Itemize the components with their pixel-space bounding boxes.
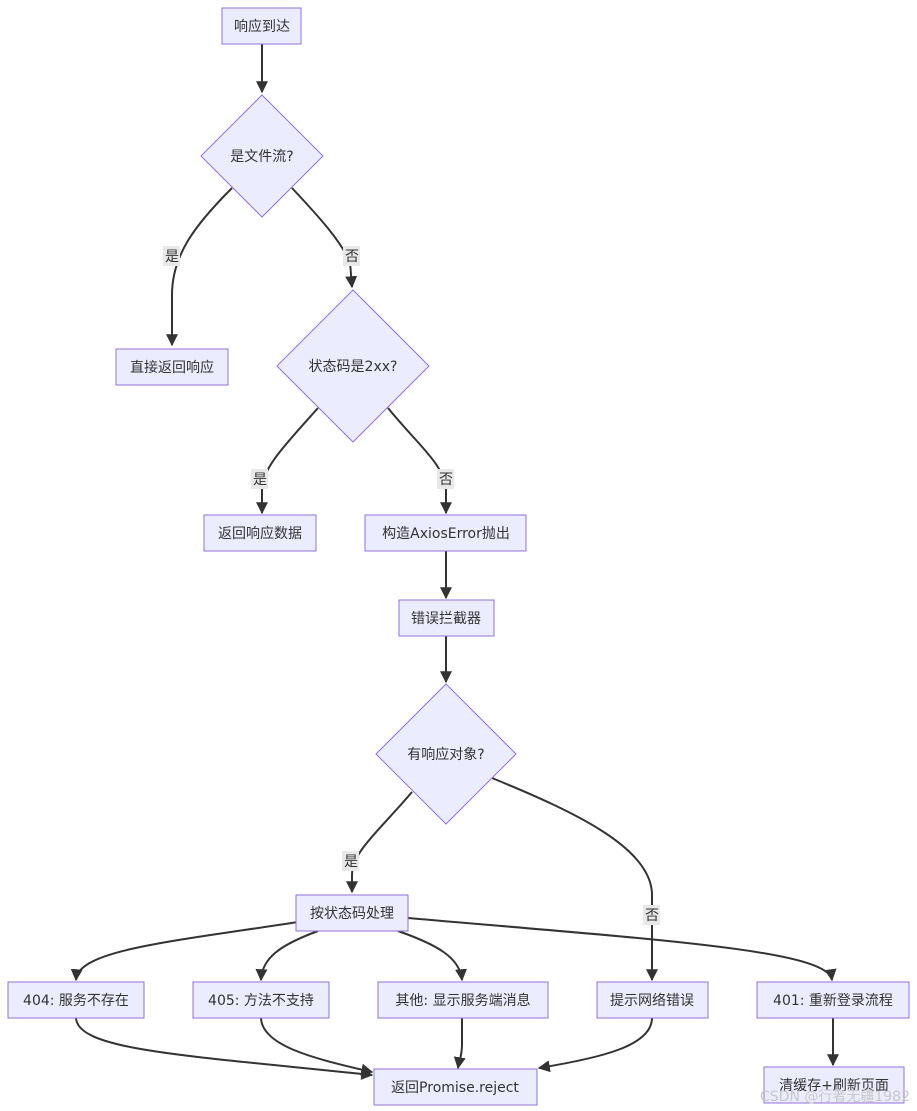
node-error-interceptor-label: 错误拦截器 — [411, 611, 481, 627]
node-status-2xx-label: 状态码是2xx? — [309, 359, 398, 375]
node-network-error: 提示网络错误 — [596, 981, 709, 1019]
node-status-404: 404: 服务不存在 — [7, 981, 145, 1019]
node-network-error-label: 提示网络错误 — [610, 993, 694, 1009]
node-build-axios-error: 构造AxiosError抛出 — [364, 514, 527, 552]
node-return-reject-label: 返回Promise.reject — [391, 1080, 519, 1096]
node-error-interceptor: 错误拦截器 — [398, 599, 495, 637]
node-is-file-stream: 是文件流? — [200, 94, 324, 218]
edge-handle-to-401 — [407, 917, 837, 982]
edge-other-to-reject — [453, 1018, 466, 1070]
label-response-yes: 是 — [344, 854, 358, 870]
node-status-405-label: 405: 方法不支持 — [208, 993, 314, 1009]
edge-status-yes — [256, 407, 319, 515]
node-status-404-label: 404: 服务不存在 — [23, 993, 129, 1009]
edge-response-yes — [346, 791, 413, 894]
edge-handle-to-404 — [70, 921, 299, 982]
edge-labels: 是 否 是 否 是 否 — [163, 246, 660, 925]
edge-handle-to-405 — [255, 930, 319, 982]
node-return-response-direct-label: 直接返回响应 — [130, 359, 214, 376]
node-status-401: 401: 重新登录流程 — [756, 981, 910, 1019]
nodes: 响应到达 是文件流? 直接返回响应 状态码是2xx? 返回响应数据 构造Axio… — [7, 7, 910, 1106]
edge-file-yes — [166, 187, 233, 347]
edge-file-no — [291, 187, 358, 289]
node-other-show-msg-label: 其他: 显示服务端消息 — [395, 992, 530, 1009]
node-other-show-msg: 其他: 显示服务端消息 — [377, 981, 549, 1019]
label-status-yes: 是 — [253, 472, 267, 488]
node-clear-cache-refresh: 清缓存+刷新页面 — [763, 1066, 905, 1104]
node-return-response-data: 返回响应数据 — [203, 514, 317, 552]
node-handle-by-status-label: 按状态码处理 — [310, 906, 394, 922]
watermark-text: CSDN @行者无疆1982 — [760, 1089, 910, 1105]
label-file-yes: 是 — [165, 249, 179, 265]
edge-405-to-reject — [260, 1017, 374, 1076]
label-file-no: 否 — [345, 249, 359, 265]
edge-network-to-reject — [537, 1017, 653, 1073]
node-return-reject: 返回Promise.reject — [373, 1068, 538, 1106]
node-handle-by-status: 按状态码处理 — [295, 894, 409, 932]
node-build-axios-error-label: 构造AxiosError抛出 — [382, 526, 510, 542]
node-has-response-label: 有响应对象? — [407, 746, 484, 763]
node-status-2xx: 状态码是2xx? — [276, 289, 430, 443]
edge-status-no — [387, 407, 452, 515]
edge-handle-to-other — [397, 930, 467, 982]
node-clear-cache-refresh-label: 清缓存+刷新页面 — [779, 1078, 889, 1094]
node-is-file-stream-label: 是文件流? — [230, 149, 293, 165]
edge-404-to-reject — [75, 1017, 374, 1080]
node-has-response: 有响应对象? — [375, 683, 517, 825]
node-return-response-data-label: 返回响应数据 — [218, 525, 302, 542]
node-response-arrive-label: 响应到达 — [234, 18, 290, 35]
node-response-arrive: 响应到达 — [221, 7, 302, 45]
node-status-401-label: 401: 重新登录流程 — [773, 993, 893, 1009]
label-status-no: 否 — [439, 472, 453, 488]
label-response-no: 否 — [645, 908, 659, 924]
node-return-response-direct: 直接返回响应 — [115, 348, 229, 386]
node-status-405: 405: 方法不支持 — [192, 981, 330, 1019]
edges — [70, 44, 839, 1080]
edge-response-no — [491, 777, 658, 982]
